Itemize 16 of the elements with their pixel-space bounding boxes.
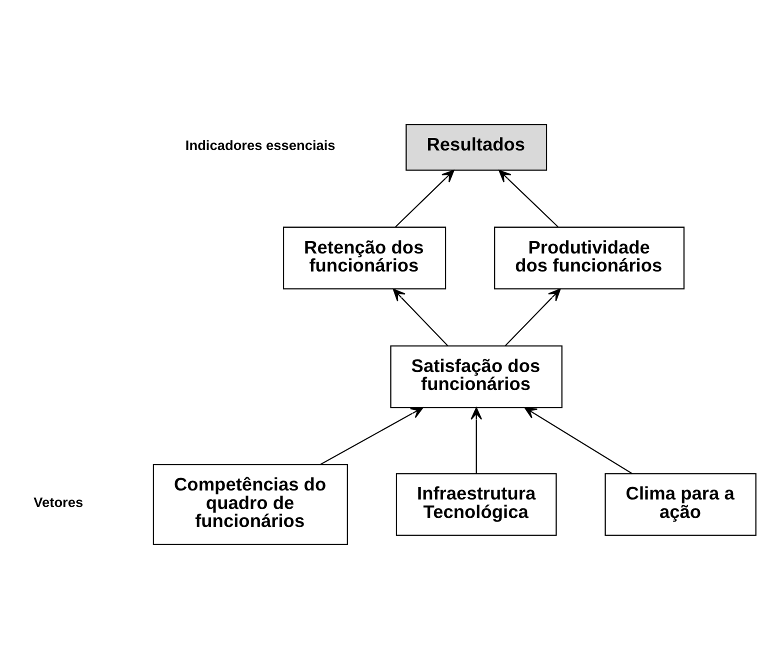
node-box: Produtividade dos funcionários <box>494 226 685 289</box>
node-box: Infraestrutura Tecnológica <box>396 472 557 536</box>
arrow <box>504 288 561 346</box>
arrow <box>498 169 559 227</box>
node-box: Retenção dos funcionários <box>282 226 446 289</box>
arrow <box>470 406 482 474</box>
node-box: Resultados <box>406 124 548 170</box>
label: Vetores <box>34 494 84 510</box>
node-box: Clima para a ação <box>604 472 756 536</box>
node-box: Competências do quadro de funcionários <box>152 464 348 544</box>
label: Indicadores essenciais <box>185 137 336 152</box>
arrow <box>392 288 448 346</box>
node-box: Satisfação dos funcionários <box>390 344 562 408</box>
arrow <box>394 169 454 227</box>
arrow <box>320 406 424 464</box>
arrow <box>524 406 632 474</box>
